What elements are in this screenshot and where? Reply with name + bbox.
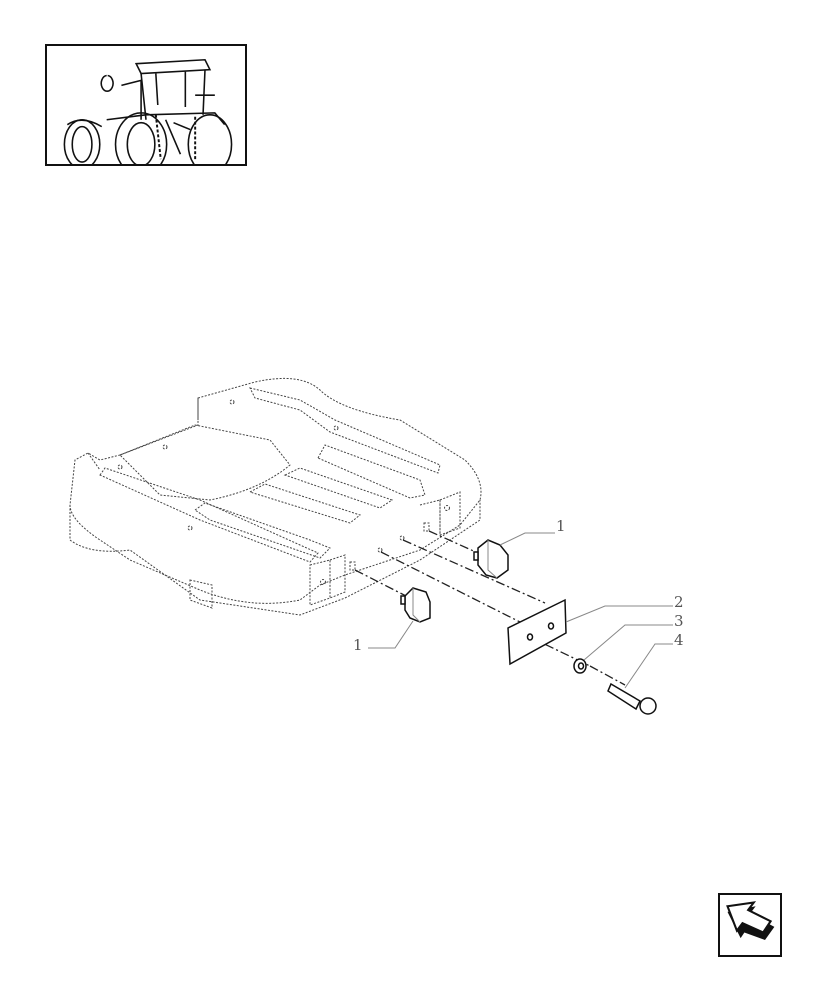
leader-lines bbox=[368, 532, 673, 689]
callout-label-1-right: 1 bbox=[556, 517, 566, 535]
callout-label-2: 2 bbox=[674, 593, 684, 611]
callout-label-3: 3 bbox=[674, 612, 684, 630]
return-arrow-icon bbox=[726, 901, 775, 940]
bolt-part-4 bbox=[607, 682, 657, 715]
tractor-icon bbox=[63, 58, 233, 164]
pad-part-1-right bbox=[473, 539, 509, 579]
pad-part-1-left bbox=[400, 587, 431, 623]
back-navigation-button[interactable] bbox=[718, 893, 782, 957]
tractor-thumbnail bbox=[45, 44, 247, 166]
callout-label-1-left: 1 bbox=[353, 636, 363, 654]
plate-part-2 bbox=[507, 598, 567, 666]
washer-part-3 bbox=[573, 658, 587, 674]
callout-label-4: 4 bbox=[674, 631, 684, 649]
base-tray bbox=[69, 377, 482, 616]
